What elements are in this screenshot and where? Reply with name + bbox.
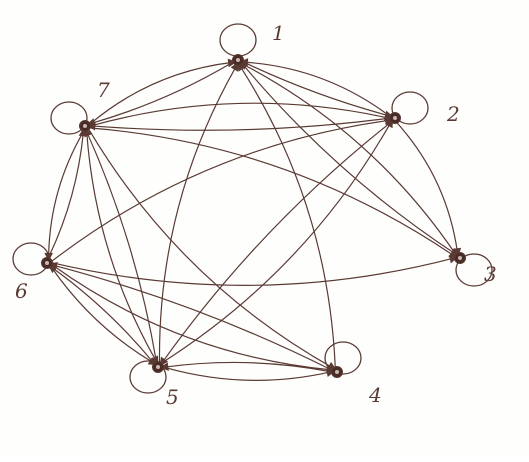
edge-5-to-2: [161, 118, 394, 364]
self-loop-3: [455, 253, 493, 287]
edge-4-to-1: [237, 62, 336, 367]
edge-6-to-4: [52, 264, 336, 374]
edge-7-to-5: [86, 131, 159, 366]
edge-6-to-7: [48, 127, 88, 258]
edge-7-to-6: [44, 131, 84, 262]
labels-layer: 1 2 3 4 5 6 7: [15, 21, 497, 409]
edge-5-to-4: [163, 366, 336, 381]
edge-7-to-3: [90, 127, 458, 259]
node-highlight-3: [458, 256, 462, 260]
node-highlight-1: [236, 58, 240, 62]
edge-3-to-1: [238, 61, 457, 255]
node-label-7: 7: [97, 78, 110, 102]
edge-1-to-7: [86, 61, 234, 127]
edge-1-to-2: [243, 61, 394, 119]
edge-7-to-1: [89, 58, 237, 125]
self-loop-2: [391, 91, 429, 125]
node-label-2: 2: [446, 102, 460, 126]
edge-2-to-7: [86, 117, 390, 131]
edge-2-to-5: [159, 121, 392, 367]
self-loops-layer: [12, 23, 493, 394]
edge-6-to-2: [51, 116, 394, 262]
node-label-1: 1: [272, 21, 285, 45]
edge-7-to-4: [88, 129, 337, 370]
edge-6-to-3: [52, 255, 459, 286]
edge-2-to-3: [396, 122, 462, 257]
edge-6-to-5: [50, 266, 158, 366]
node-highlight-5: [156, 365, 160, 369]
node-highlight-7: [83, 124, 87, 128]
self-loop-7: [50, 101, 88, 135]
edge-7-to-2: [90, 102, 394, 127]
edge-5-to-1: [158, 62, 239, 362]
node-label-5: 5: [166, 385, 179, 409]
self-loop-4: [324, 341, 362, 375]
node-label-4: 4: [368, 383, 382, 407]
edge-4-to-6: [48, 262, 332, 371]
nodes-layer: [41, 54, 466, 378]
edge-4-to-5: [159, 361, 332, 373]
edge-5-to-7: [84, 127, 157, 362]
node-label-3: 3: [484, 262, 497, 286]
edge-2-to-1: [239, 58, 390, 117]
node-label-6: 6: [15, 279, 28, 303]
node-highlight-6: [45, 261, 49, 265]
node-highlight-2: [393, 116, 397, 120]
self-loop-1: [219, 23, 257, 57]
edge-1-to-3: [241, 63, 460, 257]
edge-5-to-6: [47, 264, 155, 364]
edges-layer: [44, 58, 462, 381]
node-highlight-4: [335, 370, 339, 374]
